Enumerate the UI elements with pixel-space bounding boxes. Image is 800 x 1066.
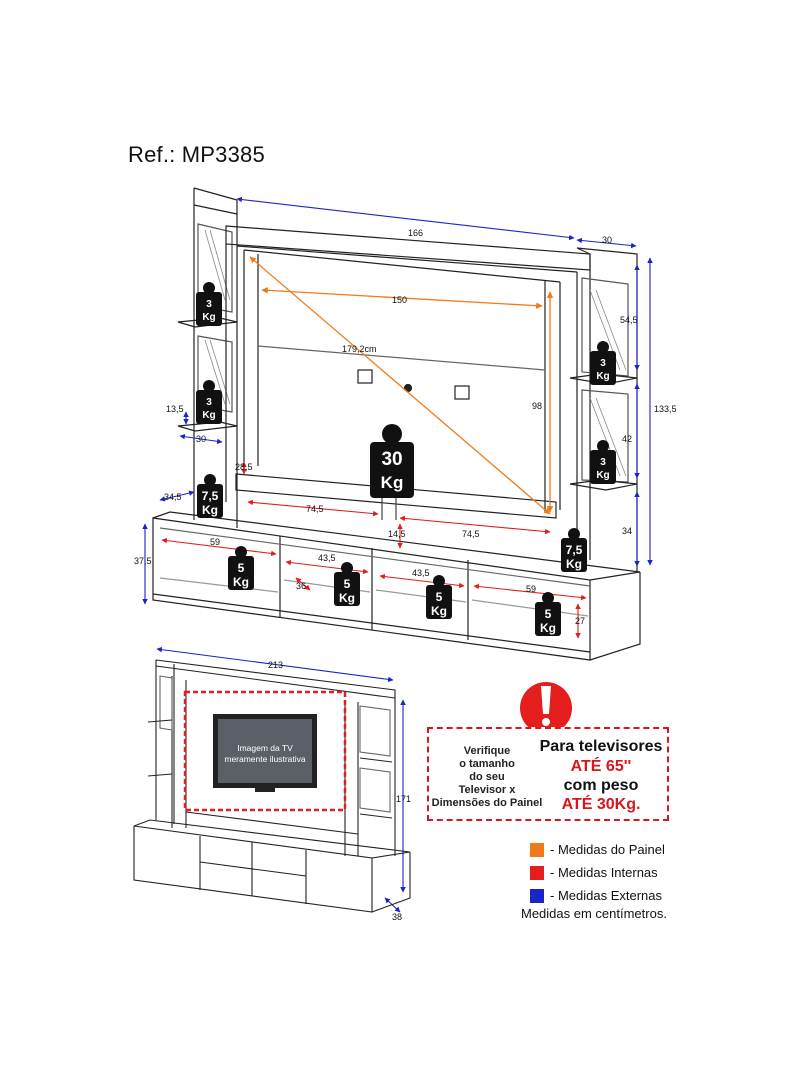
tv-area-outline bbox=[183, 690, 347, 812]
weight-shelf-top-left: 3 Kg bbox=[196, 282, 222, 326]
svg-text:5: 5 bbox=[344, 577, 351, 591]
dim-left-side-width: 30 bbox=[196, 434, 206, 444]
warning-line-4: ATÉ 30Kg. bbox=[561, 796, 641, 813]
dim-rack-height: 37,5 bbox=[134, 556, 152, 566]
dim-total-width: 166 bbox=[408, 228, 423, 238]
panel-dimensions bbox=[249, 256, 554, 515]
reference-code: Ref.: MP3385 bbox=[128, 142, 265, 167]
svg-text:7,5: 7,5 bbox=[566, 543, 583, 557]
weight-shelf-mid-left: 3 Kg bbox=[196, 380, 222, 424]
svg-text:Kg: Kg bbox=[233, 575, 249, 589]
weight-shelf-mid-right: 3 Kg bbox=[590, 440, 616, 484]
dim-panel-height: 98 bbox=[532, 401, 542, 411]
legend-item-internal: - Medidas Internas bbox=[530, 861, 665, 884]
tv-caption-line-1: Imagem da TV bbox=[237, 743, 293, 753]
svg-text:3: 3 bbox=[206, 397, 212, 408]
dim-niche-2-height: 36 bbox=[296, 581, 306, 591]
dim-inner-left: 28,5 bbox=[235, 462, 253, 472]
dim-side-width: 30 bbox=[602, 235, 612, 245]
svg-text:7,5: 7,5 bbox=[202, 489, 219, 503]
weight-icons: 3 Kg 3 Kg 3 Kg 3 Kg 30 Kg 7,5 Kg bbox=[196, 282, 616, 636]
svg-text:3: 3 bbox=[206, 299, 212, 310]
weight-niche-1: 5 Kg bbox=[228, 546, 254, 590]
legend-swatch-blue bbox=[530, 888, 544, 903]
warning-line-1: Para televisores bbox=[539, 738, 663, 755]
weight-niche-4: 5 Kg bbox=[535, 592, 561, 636]
dim-right-mid-height: 42 bbox=[622, 434, 632, 444]
svg-text:3: 3 bbox=[600, 457, 606, 468]
svg-text:5: 5 bbox=[545, 607, 552, 621]
svg-text:Kg: Kg bbox=[596, 470, 609, 481]
weight-base-right: 7,5 Kg bbox=[561, 528, 587, 572]
svg-text:Kg: Kg bbox=[339, 591, 355, 605]
legend-swatch-red bbox=[530, 865, 544, 880]
dim-shelf-gap: 14,5 bbox=[388, 529, 406, 539]
svg-text:Kg: Kg bbox=[381, 473, 404, 492]
warning-exclamation-icon bbox=[520, 682, 572, 734]
main-unit-drawing bbox=[152, 187, 641, 661]
svg-text:5: 5 bbox=[436, 590, 443, 604]
dim-niche-4: 59 bbox=[526, 584, 536, 594]
legend-note: Medidas em centímetros. bbox=[521, 906, 667, 921]
svg-text:Kg: Kg bbox=[202, 503, 218, 517]
dim-small-width: 213 bbox=[268, 660, 283, 670]
dim-right-bottom-height: 34 bbox=[622, 526, 632, 536]
dim-total-height: 133,5 bbox=[654, 404, 677, 414]
legend: - Medidas do Painel - Medidas Internas -… bbox=[530, 838, 665, 907]
svg-text:3: 3 bbox=[600, 358, 606, 369]
weight-base-left: 7,5 Kg bbox=[197, 474, 223, 518]
svg-text:Kg: Kg bbox=[202, 312, 215, 323]
warning-limits-text: Para televisores ATÉ 65'' com peso ATÉ 3… bbox=[527, 737, 675, 814]
dim-panel-width: 150 bbox=[392, 295, 407, 305]
dim-niche-3: 43,5 bbox=[412, 568, 430, 578]
dim-left-base: 34,5 bbox=[164, 492, 182, 502]
tv-caption-line-2: meramente ilustrativa bbox=[224, 754, 306, 764]
dim-shelf-right: 74,5 bbox=[462, 529, 480, 539]
svg-text:Kg: Kg bbox=[566, 557, 582, 571]
svg-text:Kg: Kg bbox=[431, 604, 447, 618]
warning-line-2: ATÉ 65'' bbox=[570, 758, 632, 775]
weight-shelf-top-right: 3 Kg bbox=[590, 341, 616, 385]
weight-tv: 30 Kg bbox=[370, 424, 414, 498]
dim-niche-2: 43,5 bbox=[318, 553, 336, 563]
dim-shelf-left: 74,5 bbox=[306, 504, 324, 514]
warning-box bbox=[427, 727, 669, 821]
svg-text:Kg: Kg bbox=[540, 621, 556, 635]
dim-left-shelf-depth: 13,5 bbox=[166, 404, 184, 414]
legend-item-panel: - Medidas do Painel bbox=[530, 838, 665, 861]
svg-text:Kg: Kg bbox=[596, 371, 609, 382]
svg-text:5: 5 bbox=[238, 561, 245, 575]
weight-niche-3: 5 Kg bbox=[426, 575, 452, 619]
dim-diagonal: 179,2cm bbox=[342, 344, 377, 354]
dim-small-depth: 38 bbox=[392, 912, 402, 922]
svg-text:30: 30 bbox=[381, 449, 402, 470]
dim-niche-1: 59 bbox=[210, 537, 220, 547]
dim-niche-4-height: 27 bbox=[575, 616, 585, 626]
dim-small-height: 171 bbox=[396, 794, 411, 804]
warning-line-3: com peso bbox=[563, 777, 639, 794]
warning-check-text: Verifique o tamanho do seu Televisor x D… bbox=[431, 745, 543, 809]
legend-item-external: - Medidas Externas bbox=[530, 884, 665, 907]
dimension-labels: 166 30 150 179,2cm 98 54,5 42 34 133,5 1… bbox=[134, 228, 677, 626]
svg-text:Kg: Kg bbox=[202, 410, 215, 421]
dim-right-top-height: 54,5 bbox=[620, 315, 638, 325]
small-unit-drawing bbox=[133, 659, 411, 913]
external-dimensions bbox=[142, 196, 653, 913]
weight-niche-2: 5 Kg bbox=[334, 562, 360, 606]
tv-illustration: Imagem da TV meramente ilustrativa bbox=[213, 714, 317, 792]
legend-swatch-orange bbox=[530, 842, 544, 857]
